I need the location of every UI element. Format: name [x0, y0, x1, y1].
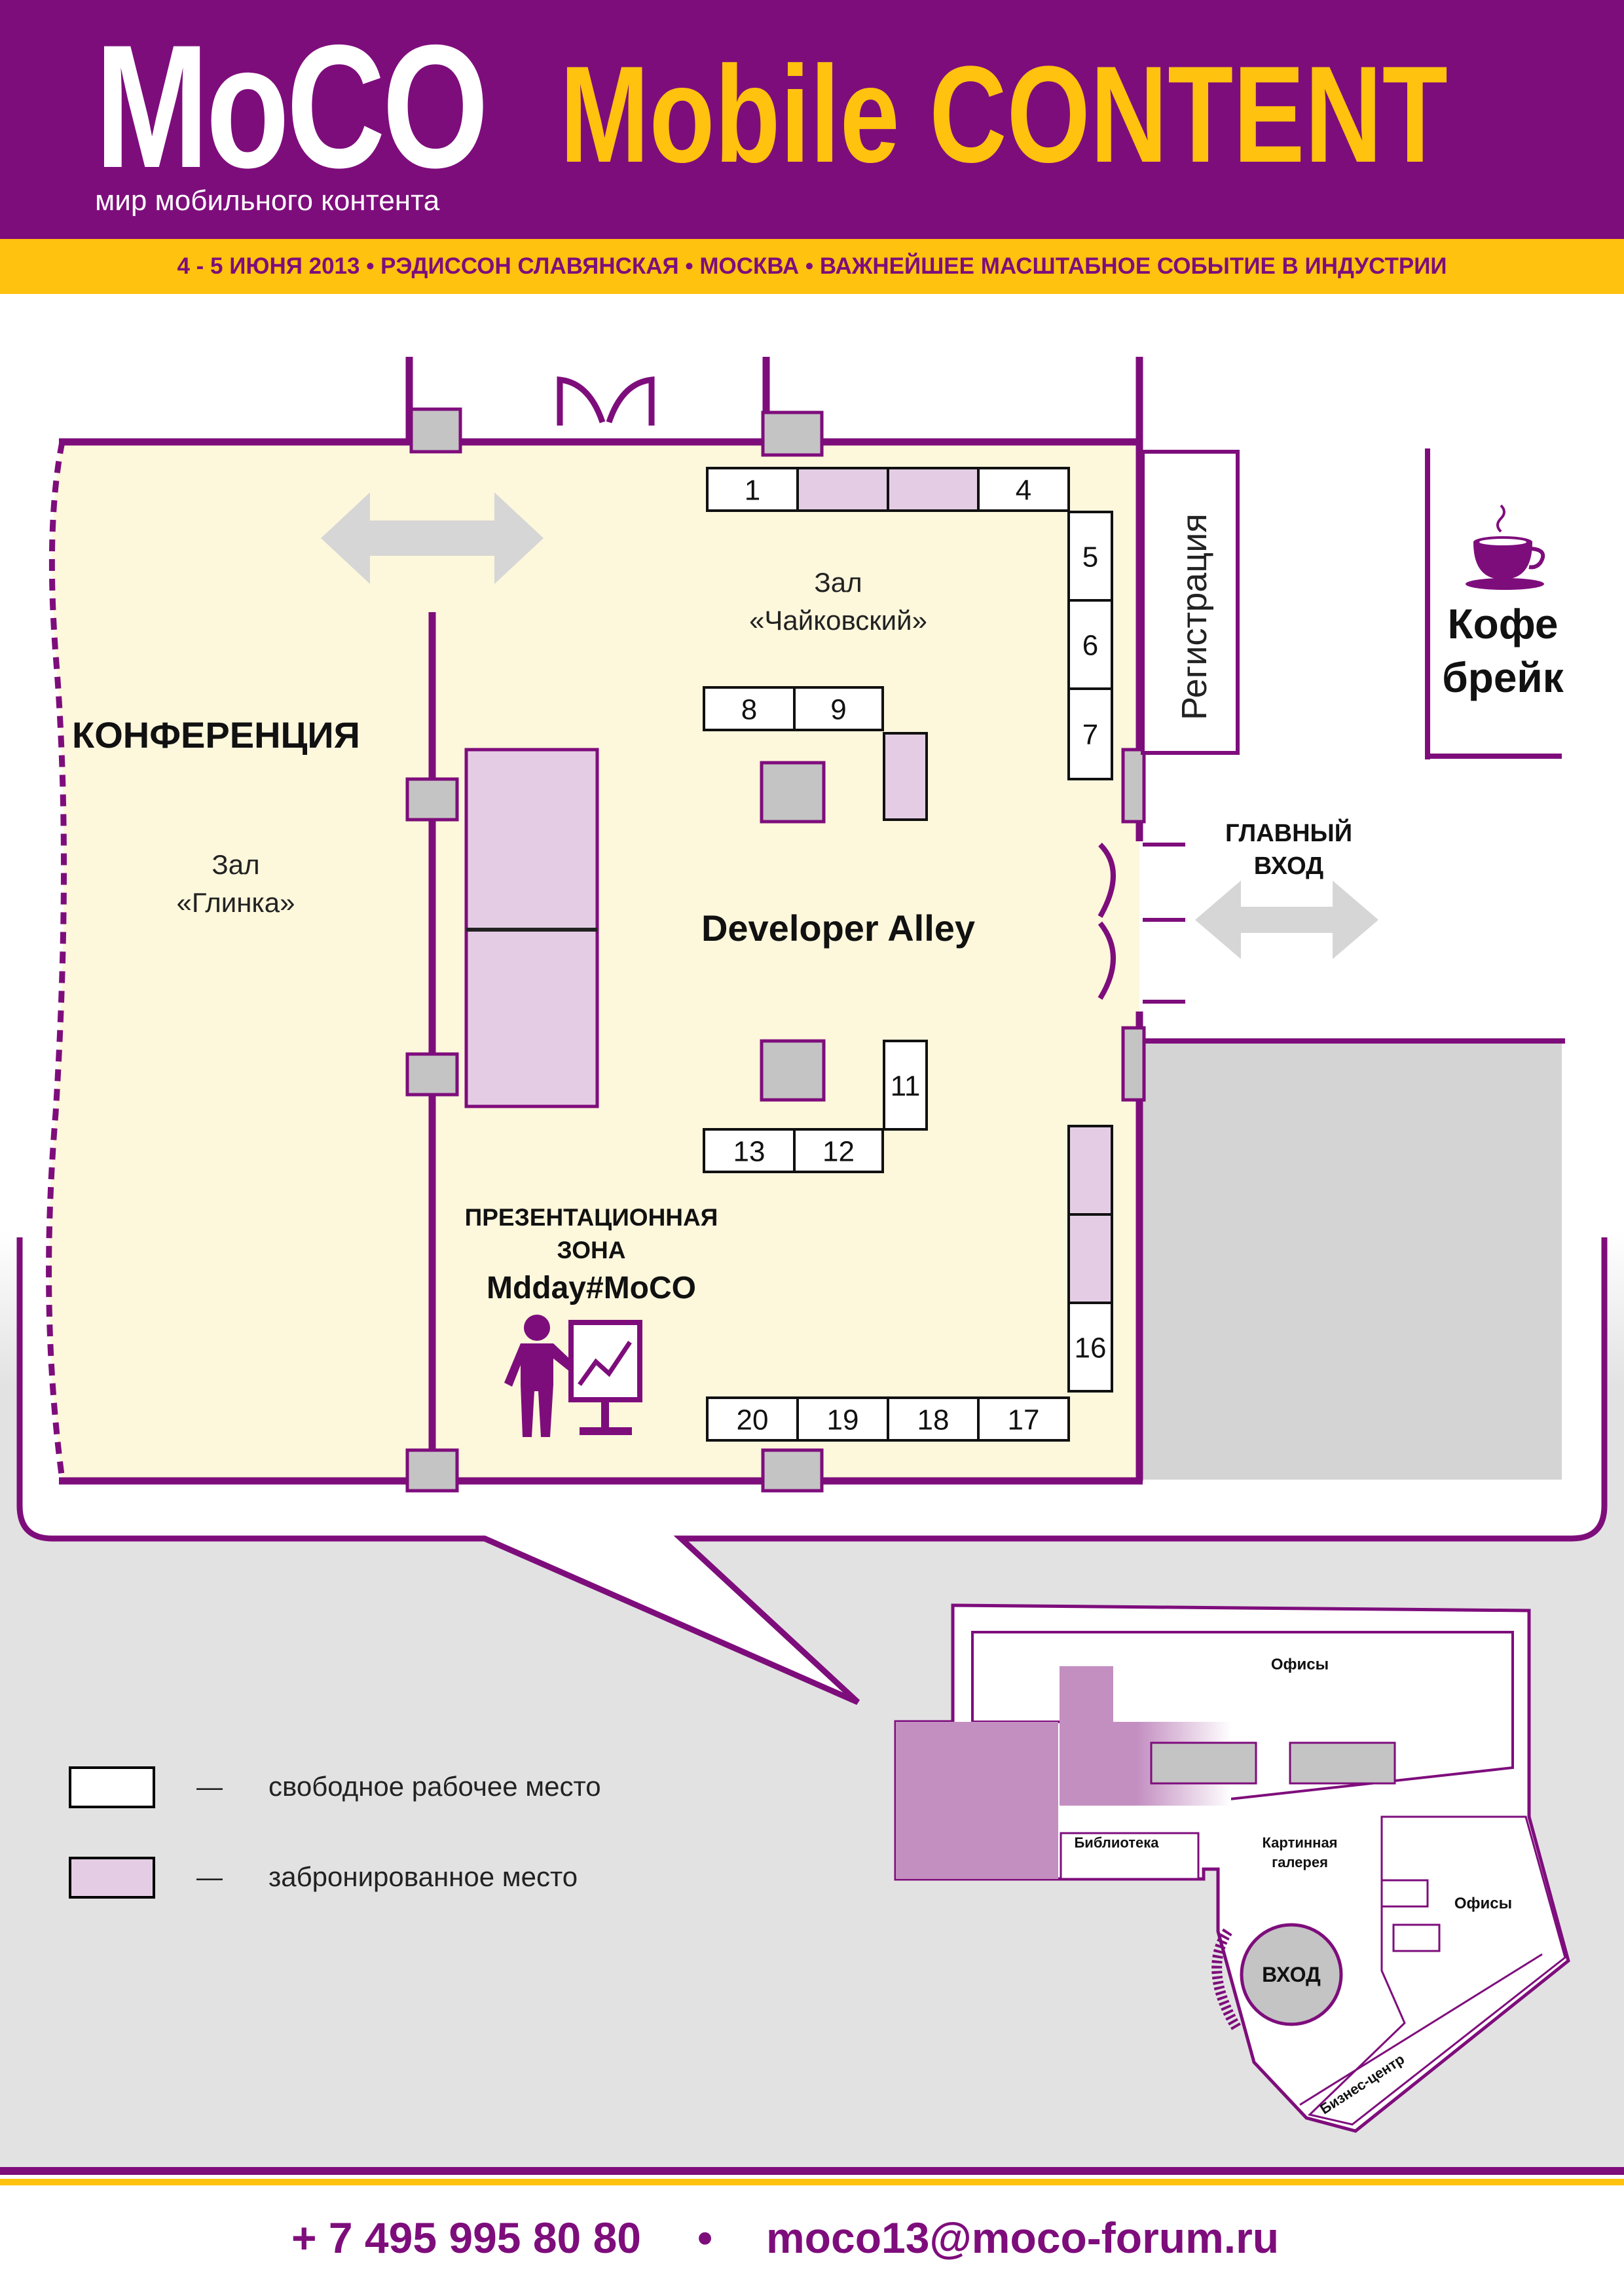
- stand-3-booked: [887, 467, 980, 512]
- stage-block-upper: [464, 748, 599, 932]
- service-area: [1143, 1041, 1562, 1480]
- presenter-icon: [504, 1315, 642, 1437]
- logo-subtitle: мир мобильного контента: [95, 185, 440, 217]
- overview-entrance: ВХОД: [1262, 1963, 1321, 1986]
- stand-label: 1: [745, 475, 760, 507]
- developer-alley-label: Developer Alley: [701, 907, 975, 949]
- legend-booked-text: забронированное место: [268, 1861, 578, 1892]
- stand-label: 7: [1082, 719, 1098, 751]
- legend-booked-swatch: [69, 1857, 155, 1899]
- overview-map: [894, 1603, 1570, 2133]
- stand-13-free: [703, 1128, 796, 1173]
- legend-free-text: свободное рабочее место: [268, 1771, 601, 1802]
- stand-label: 18: [917, 1404, 950, 1436]
- stage-block-lower: [464, 928, 599, 1108]
- hall-glinka-line2: «Глинка»: [177, 887, 295, 918]
- stand-17-free: [977, 1396, 1070, 1442]
- stand-9-free: [793, 686, 884, 731]
- stand-label: 9: [830, 694, 846, 726]
- stand-7-free: [1067, 687, 1113, 780]
- stand-6-free: [1067, 599, 1113, 690]
- stand-18-free: [887, 1396, 980, 1442]
- event-date-line: 4 - 5 ИЮНЯ 2013 • РЭДИССОН СЛАВЯНСКАЯ • …: [177, 253, 1447, 279]
- conference-label: КОНФЕРЕНЦИЯ: [72, 714, 360, 756]
- stand-label: 5: [1082, 541, 1098, 574]
- stands-layer: 1 4 5 6 7 8 9 11 12 13 16 17 18 19 20: [703, 467, 1113, 1442]
- stand-label: 6: [1082, 630, 1098, 662]
- footer-email[interactable]: moco13@moco-forum.ru: [766, 2214, 1280, 2262]
- stand-label: 4: [1016, 475, 1031, 507]
- stand-label: 19: [827, 1404, 859, 1436]
- header-banner: [0, 0, 1624, 239]
- entrance-arrow-icon: [1195, 881, 1378, 959]
- stand-16-free: [1067, 1302, 1113, 1393]
- coffee-cup-icon: [1466, 504, 1545, 590]
- stand-label: 20: [737, 1404, 769, 1436]
- coffee-break-line1: Кофе: [1448, 600, 1559, 647]
- stand-label: 17: [1008, 1404, 1040, 1436]
- legend-free-swatch: [69, 1766, 155, 1808]
- presentation-zone-line2: ЗОНА: [557, 1237, 626, 1264]
- hall-walls: [59, 357, 1565, 1485]
- stand-15-booked: [1067, 1213, 1113, 1304]
- stand-8-free: [703, 686, 796, 731]
- moco-logo: MoCO: [95, 8, 489, 204]
- stand-11-free: [883, 1040, 928, 1131]
- footer-rule-yellow: [0, 2179, 1624, 2185]
- stand-2-booked: [796, 467, 889, 512]
- movable-wall: [46, 441, 67, 1480]
- footer-phone[interactable]: + 7 495 995 80 80: [291, 2214, 641, 2262]
- footer-separator: •: [697, 2214, 713, 2262]
- main-entrance-line1: ГЛАВНЫЙ: [1225, 818, 1352, 847]
- stand-label: 16: [1075, 1332, 1107, 1364]
- stand-20-free: [706, 1396, 799, 1442]
- hall-tchaikovsky-line2: «Чайковский»: [749, 605, 927, 636]
- hall-glinka-line1: Зал: [212, 849, 259, 880]
- top-double-door: [557, 376, 655, 426]
- overview-gallery-line2: галерея: [1272, 1854, 1328, 1870]
- stand-label: 8: [741, 694, 757, 726]
- date-bar: [0, 239, 1624, 294]
- registration-desk: [1141, 450, 1240, 755]
- legend-booked-dash: —: [196, 1863, 223, 1892]
- stand-12-free: [793, 1128, 884, 1173]
- event-headline: Mobile CONTENT: [560, 37, 1448, 191]
- stand-4-free: [977, 467, 1070, 512]
- legend-free-dash: —: [196, 1773, 223, 1802]
- hall-tchaikovsky-line1: Зал: [814, 567, 862, 598]
- pillar: [760, 1039, 826, 1102]
- stand-10-booked: [883, 732, 928, 821]
- passage-arrow-icon: [321, 492, 544, 584]
- pillar: [760, 761, 826, 824]
- registration-label: Регистрация: [1175, 513, 1214, 720]
- entrance-doors: [1098, 843, 1116, 1000]
- main-entrance-line2: ВХОД: [1254, 852, 1324, 880]
- stand-label: 13: [733, 1136, 766, 1168]
- overview-offices-right: Офисы: [1454, 1895, 1512, 1912]
- coffee-break-line2: брейк: [1442, 654, 1564, 701]
- stand-14-booked: [1067, 1125, 1113, 1216]
- presentation-zone-line1: ПРЕЗЕНТАЦИОННАЯ: [465, 1204, 718, 1231]
- overview-library: Библиотека: [1074, 1834, 1159, 1851]
- stand-label: 11: [891, 1070, 921, 1102]
- overview-gallery-line1: Картинная: [1262, 1834, 1337, 1851]
- overview-offices-top: Офисы: [1271, 1656, 1329, 1673]
- footer-rule-purple: [0, 2167, 1624, 2175]
- pillars: [405, 407, 1146, 1493]
- stand-label: 12: [822, 1136, 855, 1168]
- presentation-zone-line3: Mdday#MoCO: [487, 1271, 696, 1305]
